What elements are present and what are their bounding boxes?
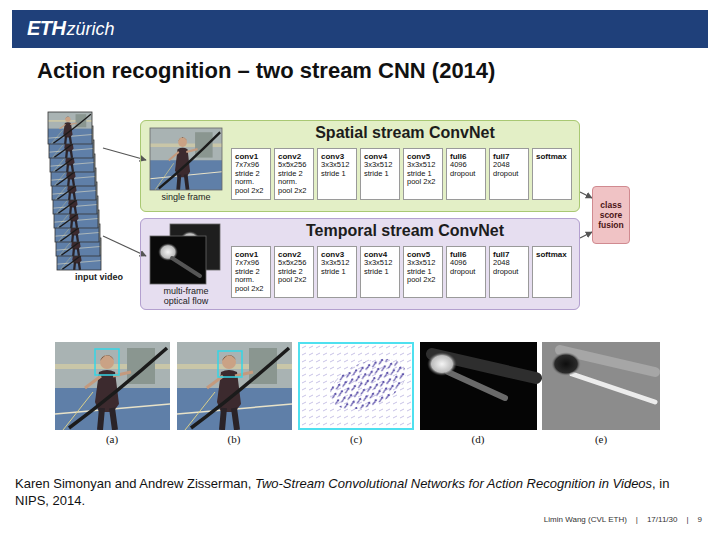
layer-name: full6 — [450, 250, 482, 259]
layer-name: full6 — [450, 152, 482, 161]
logo: ETHzürich — [27, 17, 115, 40]
flow-field-image — [298, 342, 414, 430]
citation: Karen Simonyan and Andrew Zisserman, Two-… — [15, 476, 705, 510]
footer-separator: | — [686, 515, 688, 524]
band-fill — [140, 120, 580, 212]
layer-name: conv1 — [235, 152, 267, 161]
layer-params: 5x5x256 stride 2 pool 2x2 — [278, 259, 310, 285]
fusion-label: class score fusion — [595, 200, 627, 231]
frame-image-a — [55, 342, 170, 430]
layer-name: conv4 — [364, 152, 396, 161]
flow-x-image — [420, 342, 537, 430]
layer-params: 3x3x512 stride 1 — [321, 259, 353, 276]
layer-box: softmax — [532, 246, 572, 298]
layer-box: full72048 dropout — [489, 246, 529, 298]
footer: Limin Wang (CVL ETH) | 17/11/30 | 9 — [544, 515, 702, 524]
layer-params: 3x3x512 stride 1 — [364, 259, 396, 276]
layer-box: softmax — [532, 148, 572, 200]
stream-heading: Spatial stream ConvNet — [141, 121, 579, 142]
image-label: single frame — [150, 193, 222, 203]
layer-params: 7x7x96 stride 2 norm. pool 2x2 — [235, 161, 267, 196]
footer-date: 17/11/30 — [647, 515, 678, 524]
layer-params: 3x3x512 stride 1 — [321, 161, 353, 178]
layer-name: conv5 — [407, 250, 439, 259]
panel-letter: (b) — [214, 433, 254, 445]
flow-arrow — [580, 192, 592, 198]
band-fills — [140, 120, 580, 310]
video-stack — [48, 112, 101, 270]
layer-box: conv53x3x512 stride 1 pool 2x2 — [403, 246, 443, 298]
layer-params: 4096 dropout — [450, 161, 482, 178]
panel-letter: (d) — [458, 433, 498, 445]
frame-image-b — [177, 342, 292, 430]
fusion-box: class score fusion — [592, 186, 630, 244]
citation-authors: Karen Simonyan and Andrew Zisserman, — [15, 476, 251, 491]
panel-letter: (c) — [336, 433, 376, 445]
page-number: 9 — [698, 515, 702, 524]
footer-author: Limin Wang (CVL ETH) — [544, 515, 627, 524]
layer-name: full7 — [493, 152, 525, 161]
flow-y-image — [542, 342, 660, 430]
layer-box: conv17x7x96 stride 2 norm. pool 2x2 — [231, 246, 271, 298]
layer-params: 5x5x256 stride 2 norm. pool 2x2 — [278, 161, 310, 196]
stream-heading: Temporal stream ConvNet — [141, 219, 579, 240]
layer-params: 7x7x96 stride 2 norm. pool 2x2 — [235, 259, 267, 294]
footer-separator: | — [636, 515, 638, 524]
layer-name: conv4 — [364, 250, 396, 259]
layer-params: 3x3x512 stride 1 pool 2x2 — [407, 259, 439, 285]
layer-box: full64096 dropout — [446, 246, 486, 298]
layer-name: conv3 — [321, 250, 353, 259]
citation-title: Two-Stream Convolutional Networks for Ac… — [255, 476, 652, 491]
single-frame-image — [150, 128, 222, 190]
layer-box: conv25x5x256 stride 2 norm. pool 2x2 — [274, 148, 314, 200]
layer-name: softmax — [536, 152, 568, 161]
layer-params: 2048 dropout — [493, 161, 525, 178]
layer-params: 2048 dropout — [493, 259, 525, 276]
logo-text: ETH — [27, 17, 66, 40]
band-fill — [140, 218, 580, 310]
layer-box: conv33x3x512 stride 1 — [317, 148, 357, 200]
header-bar — [12, 10, 708, 48]
layer-name: conv1 — [235, 250, 267, 259]
image-label: input video — [74, 273, 124, 283]
layer-name: conv3 — [321, 152, 353, 161]
layer-box: full64096 dropout — [446, 148, 486, 200]
panel-letter: (a) — [92, 433, 132, 445]
image-label: multi-frame optical flow — [153, 287, 219, 307]
layer-name: conv2 — [278, 152, 310, 161]
layer-box: conv17x7x96 stride 2 norm. pool 2x2 — [231, 148, 271, 200]
layer-name: conv2 — [278, 250, 310, 259]
layer-box: conv33x3x512 stride 1 — [317, 246, 357, 298]
layer-box: full72048 dropout — [489, 148, 529, 200]
layer-name: softmax — [536, 250, 568, 259]
layer-name: conv5 — [407, 152, 439, 161]
layer-name: full7 — [493, 250, 525, 259]
title-area: Action recognition – two stream CNN (201… — [37, 58, 707, 84]
logo-text: zürich — [67, 19, 115, 40]
layer-params: 4096 dropout — [450, 259, 482, 276]
layer-box: conv43x3x512 stride 1 — [360, 148, 400, 200]
layer-params: 3x3x512 stride 1 pool 2x2 — [407, 161, 439, 187]
layer-params: 3x3x512 stride 1 — [364, 161, 396, 178]
panel-letter: (e) — [581, 433, 621, 445]
layer-box: conv43x3x512 stride 1 — [360, 246, 400, 298]
layer-box: conv53x3x512 stride 1 pool 2x2 — [403, 148, 443, 200]
optical-flow-images — [150, 224, 220, 284]
slide-title: Action recognition – two stream CNN (201… — [37, 58, 707, 84]
flow-arrow — [580, 232, 592, 238]
layer-box: conv25x5x256 stride 2 pool 2x2 — [274, 246, 314, 298]
